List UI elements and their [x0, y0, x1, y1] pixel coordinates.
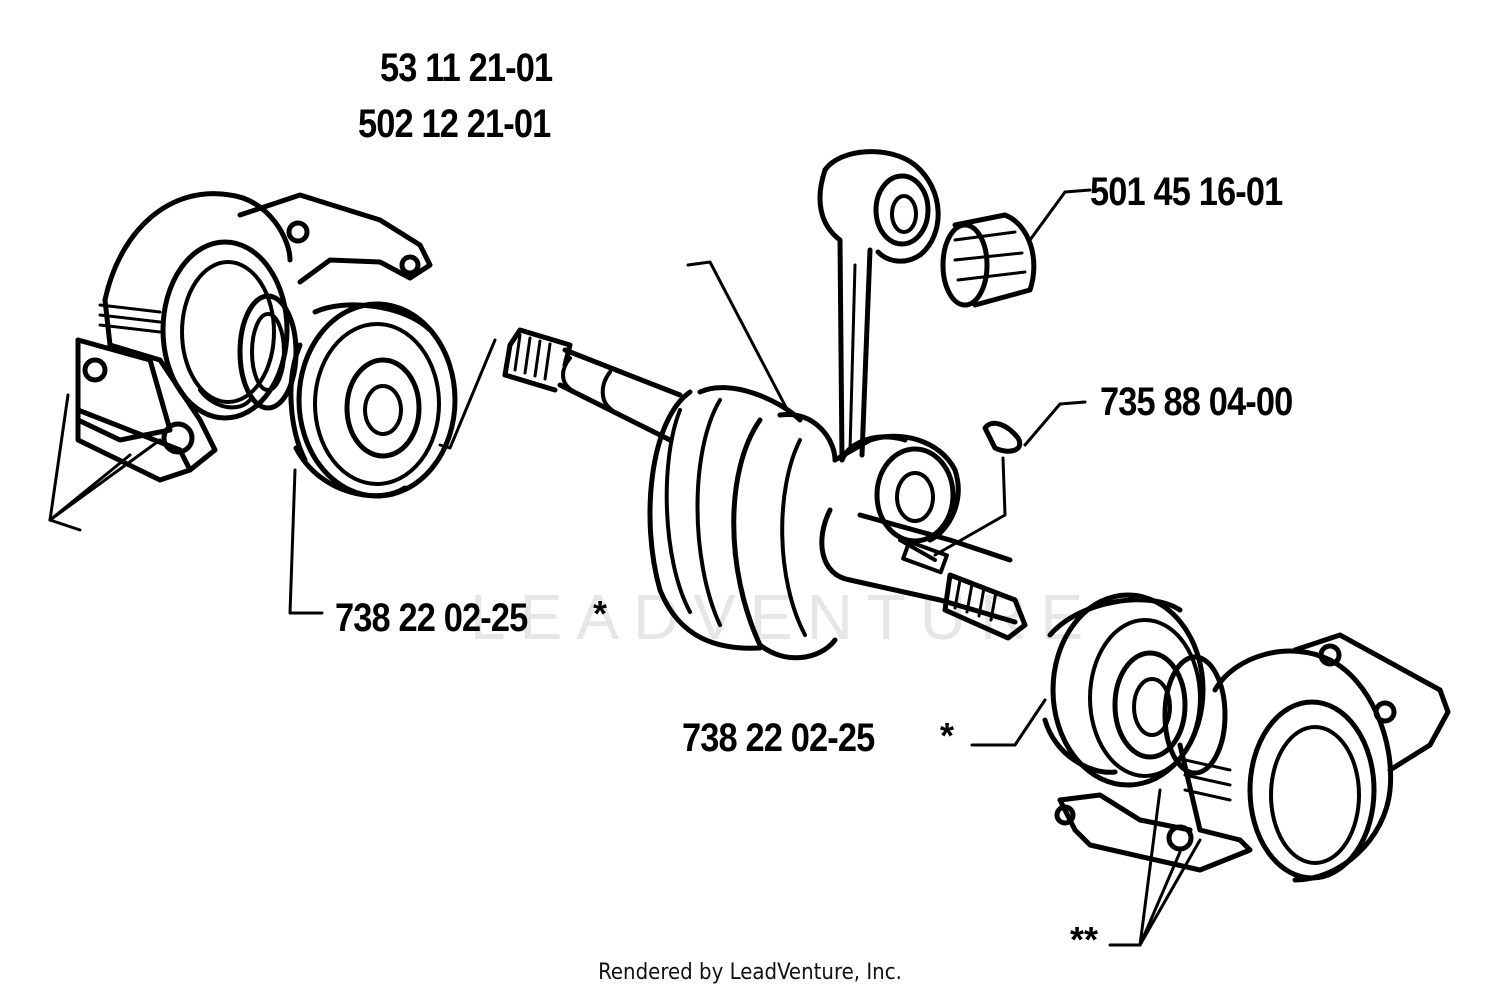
left-bearing-leader-line — [288, 468, 324, 615]
right-bearing-part-label: 738 22 02-25 — [682, 716, 875, 760]
left-housing-leader-lines — [48, 393, 162, 532]
watermark: LEADVENTURE — [470, 581, 1097, 653]
left-bearing-mark: * — [593, 593, 608, 634]
housing-kit-part-label: 53 11 21-01 — [380, 46, 553, 90]
woodruff-key-leader-line — [1023, 400, 1087, 447]
housing-part-label: 502 12 21-01 — [358, 102, 551, 146]
woodruff-key-icon — [982, 420, 1023, 454]
right-bearing-leader-line — [970, 698, 1047, 747]
left-ball-bearing-icon — [288, 301, 458, 499]
needle-bearing-leader-line — [1028, 188, 1092, 242]
right-bearing-mark: * — [940, 715, 955, 756]
left-crankcase-bearing-housing-icon — [75, 191, 433, 483]
crankshaft-icon — [502, 327, 1028, 661]
right-crankcase-bearing-housing-icon — [1054, 632, 1451, 883]
right-ball-bearing-icon — [1042, 592, 1228, 788]
crank-leader-line — [686, 260, 792, 417]
housing-leader-line — [438, 338, 497, 450]
connecting-rod-icon — [817, 149, 941, 463]
needle-bearing-icon — [940, 212, 1037, 308]
rendered-by-credit: Rendered by LeadVenture, Inc. — [598, 960, 902, 985]
woodruff-key-to-shaft-line — [933, 456, 1007, 557]
needle-bearing-part-label: 501 45 16-01 — [1090, 170, 1283, 214]
woodruff-key-part-label: 735 88 04-00 — [1100, 380, 1293, 424]
left-bearing-part-label: 738 22 02-25 — [335, 596, 528, 640]
right-screws-mark: ** — [1070, 919, 1099, 960]
right-housing-leader-lines — [1108, 788, 1202, 947]
